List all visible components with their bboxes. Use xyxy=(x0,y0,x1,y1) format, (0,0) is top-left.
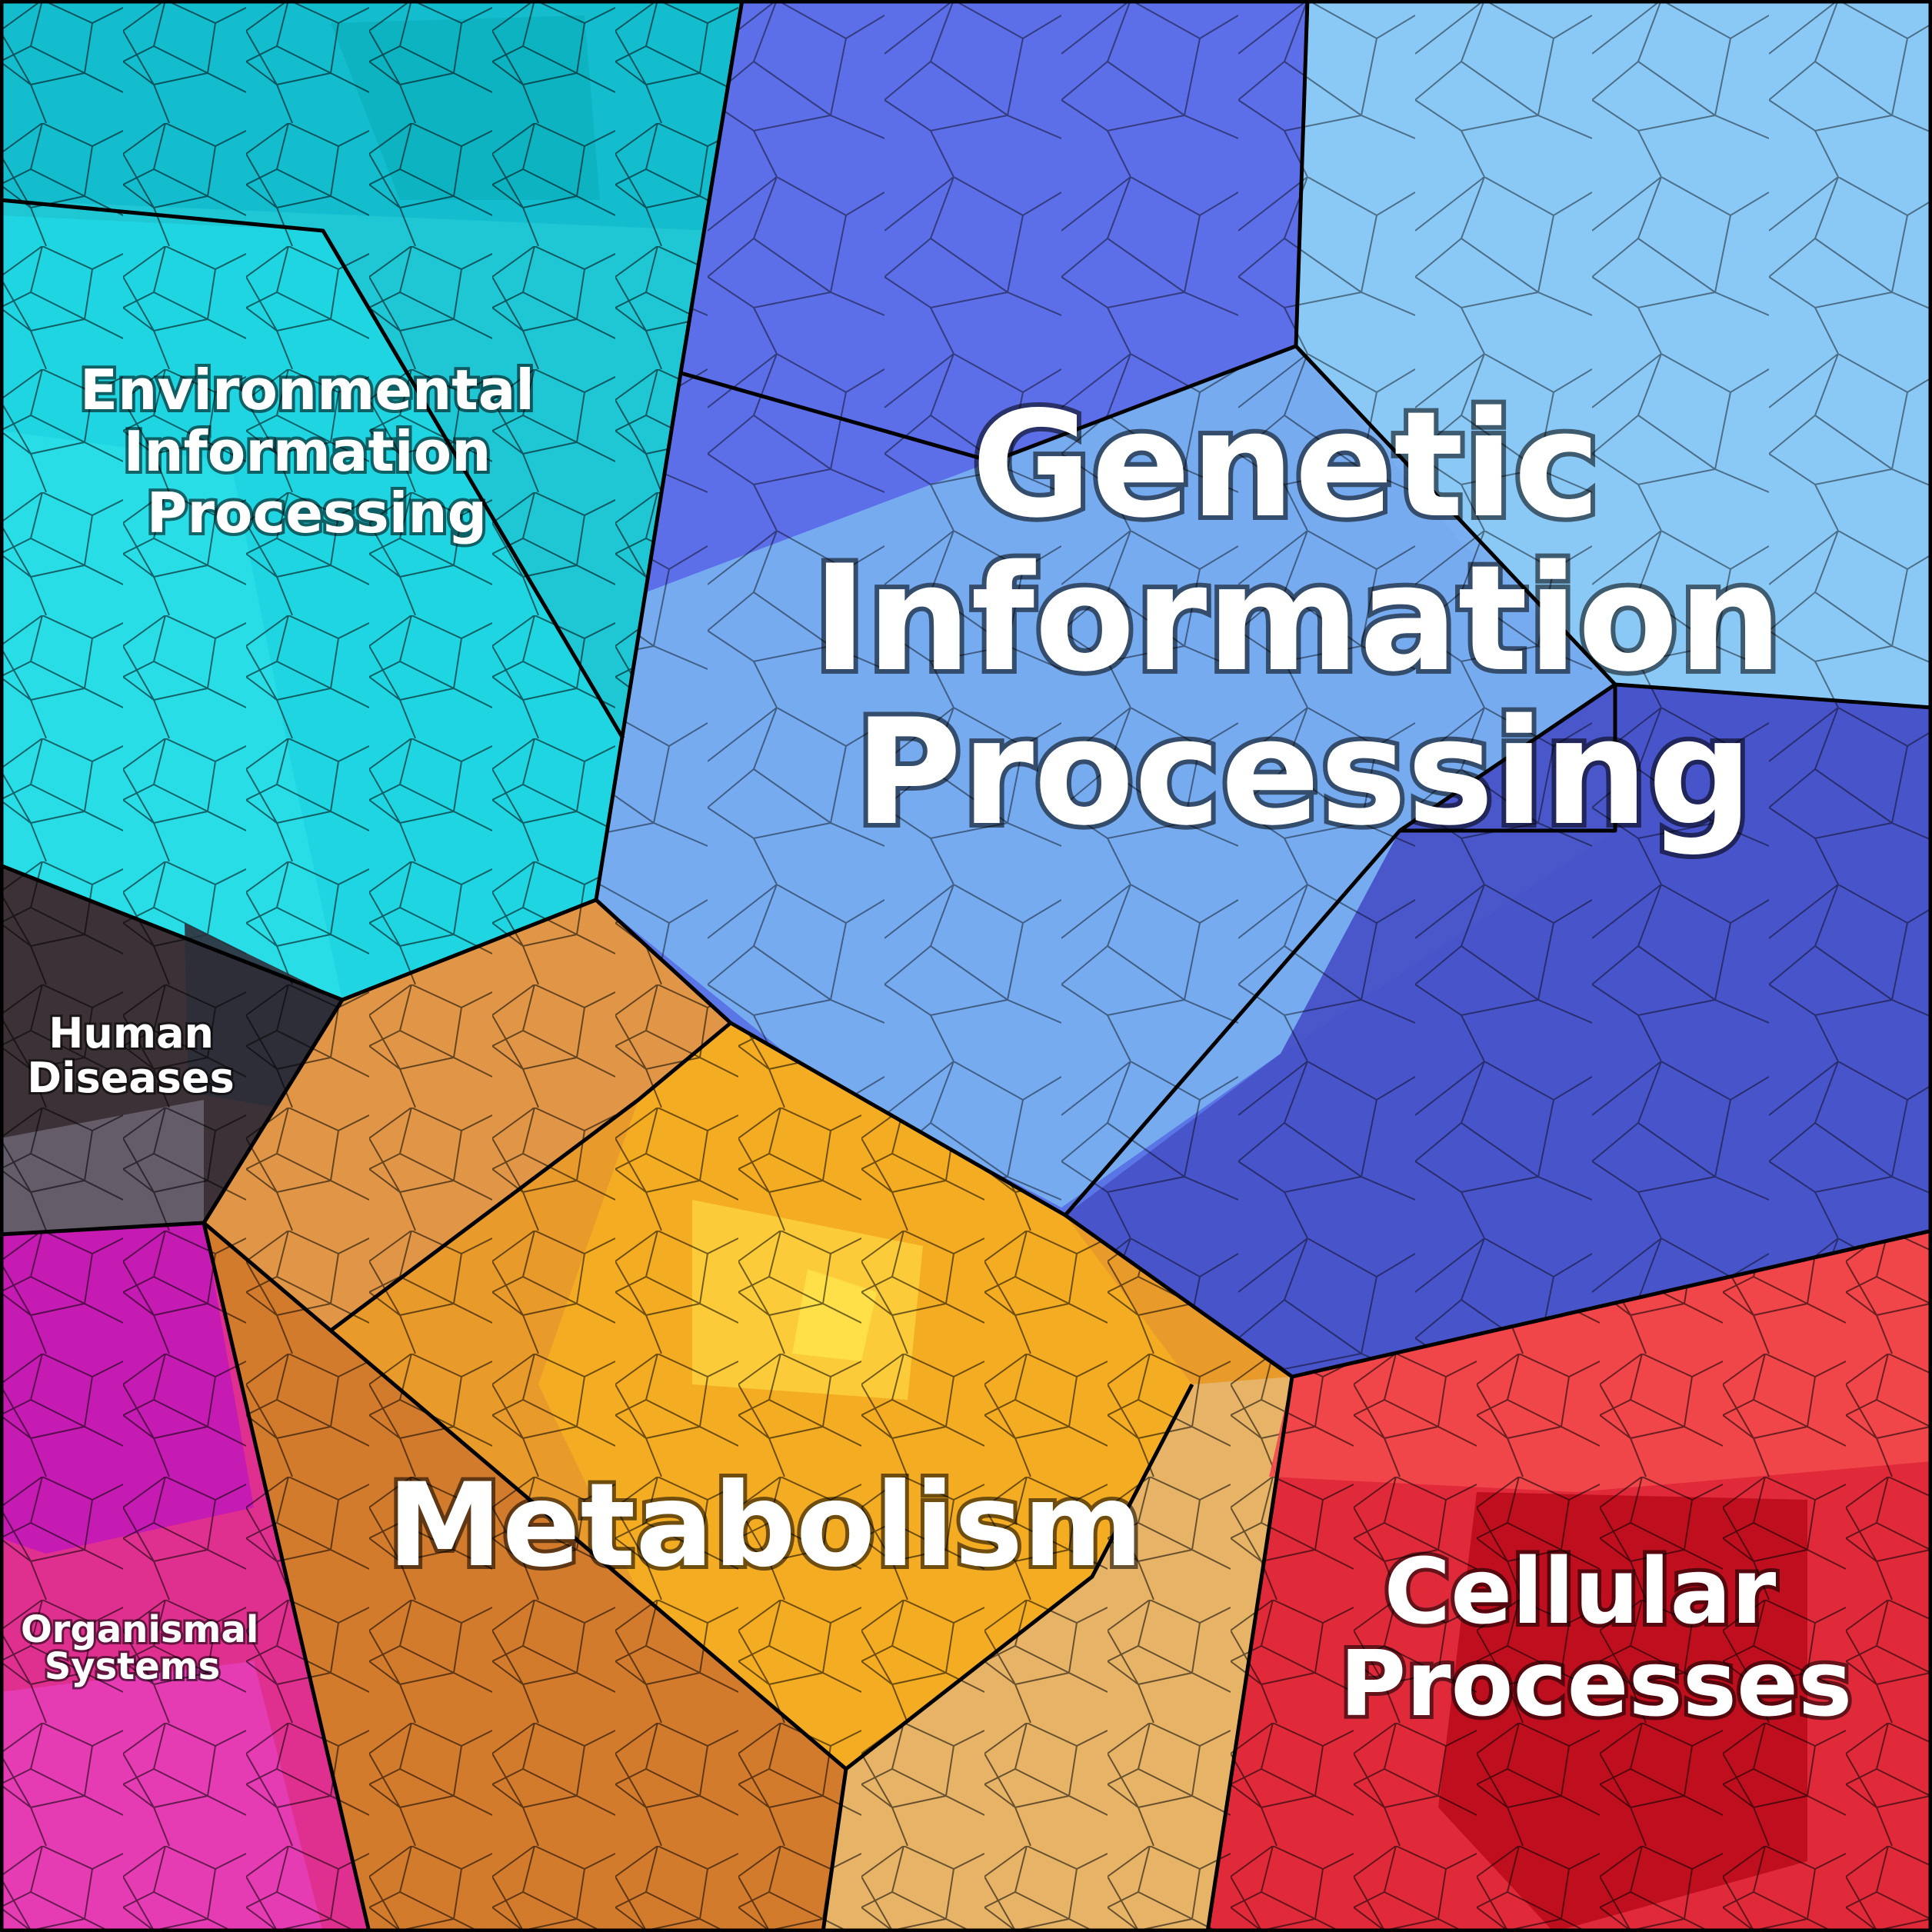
label-cellular: Cellular Processes xyxy=(1340,1538,1852,1737)
region-human-diseases xyxy=(0,865,342,1234)
region-organismal xyxy=(0,1223,369,1932)
region-environmental xyxy=(0,0,742,1000)
label-human-diseases: Human Diseases xyxy=(27,1009,234,1102)
label-genetic: Genetic Information Processing xyxy=(813,380,1834,858)
region-labels: Environmental Information Processing Gen… xyxy=(18,355,1856,1740)
label-metabolism: Metabolism xyxy=(388,1459,1144,1593)
region-metabolism xyxy=(204,900,1292,1932)
region-genetic xyxy=(596,0,1932,1377)
region-cellular xyxy=(1208,1231,1932,1932)
label-organismal: Organismal Systems xyxy=(21,1608,271,1688)
label-environmental: Environmental Information Processing xyxy=(80,358,554,545)
